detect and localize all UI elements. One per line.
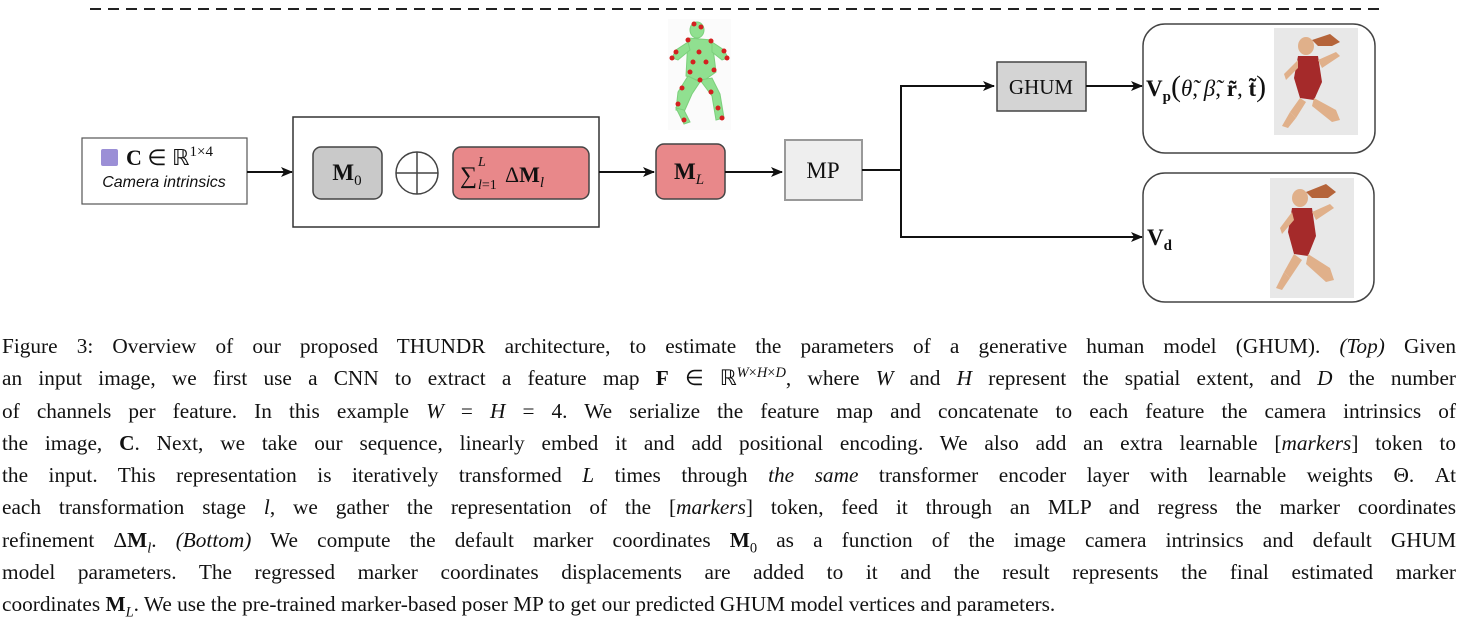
- caption-line-1: Figure 3: Overview of our proposed THUND…: [2, 334, 1456, 358]
- caption-line-8: model parameters. The regressed marker c…: [2, 560, 1456, 585]
- sum-delta-m-box: ∑ L l=1 ΔMl: [452, 146, 590, 200]
- caption-line-3: of channels per feature. In this example…: [2, 398, 1456, 423]
- rendered-human-figure-top: [1274, 28, 1358, 135]
- mp-label: MP: [806, 158, 839, 183]
- caption-line-5: the input. This representation is iterat…: [2, 463, 1456, 488]
- vd-output-box: Vd: [1142, 172, 1375, 303]
- mp-box: MP: [784, 139, 863, 201]
- sum-upper: L: [477, 155, 486, 170]
- ghum-label: GHUM: [1009, 75, 1073, 99]
- caption-line-7: refinement ΔMl. (Bottom) We compute the …: [2, 527, 1457, 557]
- ghum-box: GHUM: [996, 61, 1087, 112]
- m0-box: M0: [312, 146, 383, 200]
- camera-formula: C ∈ ℝ1×4: [126, 144, 213, 170]
- camera-label: Camera intrinsics: [102, 174, 226, 191]
- figure-caption: Figure 3: Overview of our proposed THUND…: [2, 330, 1456, 621]
- ml-label: ML: [674, 159, 704, 188]
- sum-lower: l=1: [478, 178, 497, 193]
- camera-intrinsics-box: C ∈ ℝ1×4 Camera intrinsics: [81, 137, 248, 205]
- vd-label: Vd: [1147, 225, 1173, 254]
- marker-body-figure: [668, 19, 731, 130]
- caption-line-2: an input image, we first use a CNN to ex…: [2, 365, 1456, 391]
- rendered-human-figure-bottom: [1270, 178, 1354, 298]
- vp-output-box: Vp(θ̃, β̃, r̃, t̃): [1142, 23, 1376, 154]
- m0-label: M0: [332, 160, 361, 189]
- delta-m-label: ΔMl: [505, 162, 544, 191]
- ml-box: ML: [655, 143, 726, 200]
- caption-line-4: the image, C. Next, we take our sequence…: [2, 430, 1457, 455]
- vp-label: Vp(θ̃, β̃, r̃, t̃): [1146, 70, 1266, 105]
- connector-mp-to-ghum: [862, 81, 995, 171]
- caption-line-6: each transformation stage l, we gather t…: [2, 495, 1457, 520]
- connector-mp-to-vd: [900, 170, 1143, 242]
- oplus-icon: [395, 151, 439, 195]
- camera-swatch: [101, 149, 118, 166]
- sum-symbol: ∑: [460, 163, 477, 189]
- caption-line-9: coordinates ML. We use the pre-trained m…: [2, 592, 1056, 621]
- architecture-diagram: C ∈ ℝ1×4 Camera intrinsics M0 ∑ L l=1 ΔM…: [81, 8, 1385, 303]
